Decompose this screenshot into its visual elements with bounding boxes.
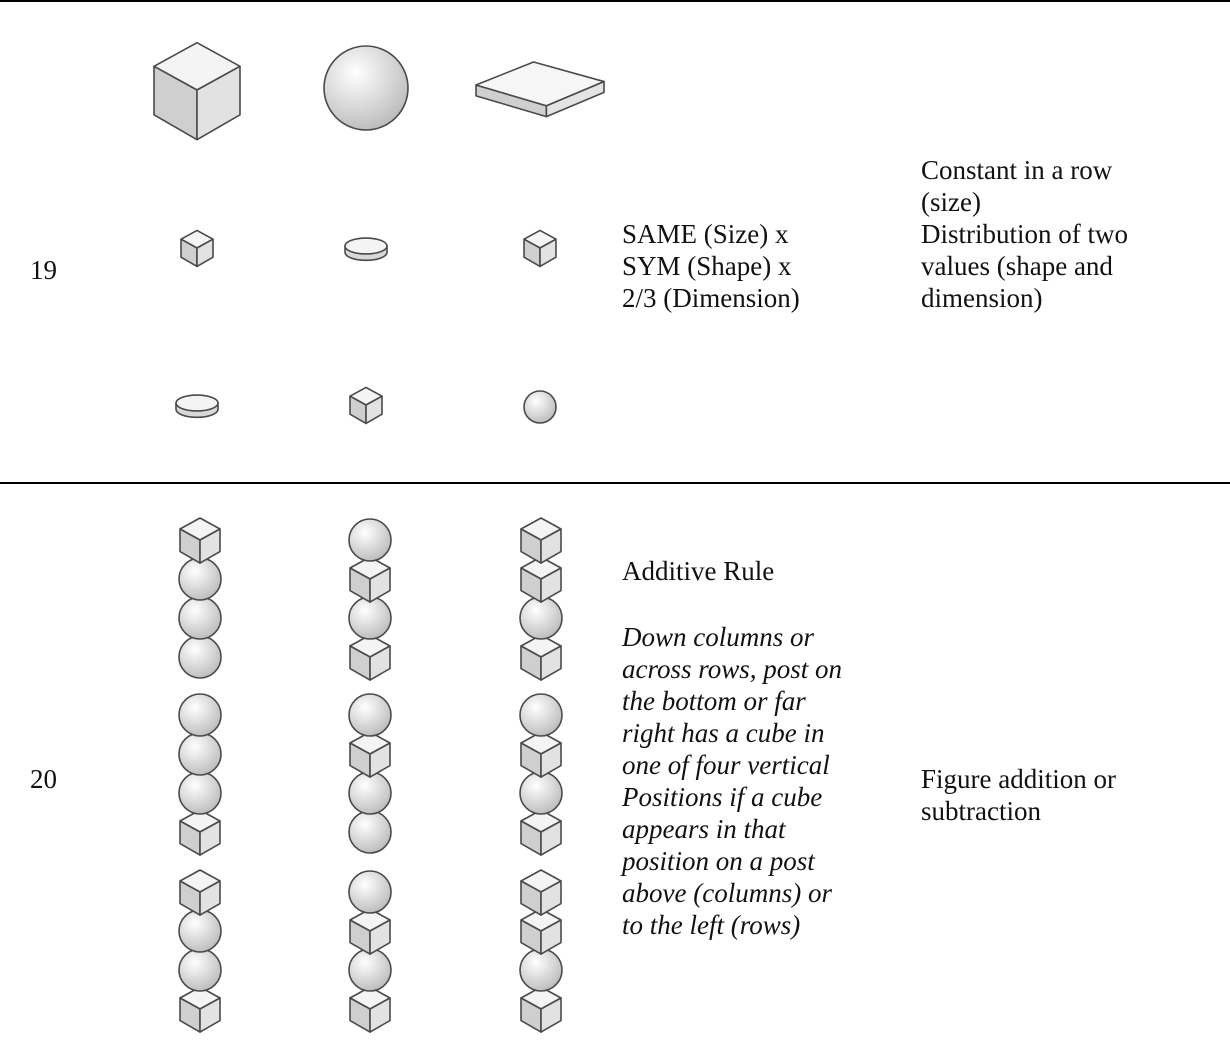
cube-icon	[520, 517, 562, 564]
sphere-icon	[523, 390, 557, 424]
sphere-icon	[348, 596, 392, 640]
sphere-icon	[178, 693, 222, 737]
cube-icon	[520, 869, 562, 916]
cube-icon	[349, 386, 383, 425]
sphere-icon	[178, 732, 222, 776]
cube-icon	[180, 229, 214, 268]
shape-stack	[178, 517, 222, 679]
rule-text: SAME (Size) x SYM (Shape) x 2/3 (Dimensi…	[622, 219, 800, 313]
sphere-icon	[348, 870, 392, 914]
shape-stack	[178, 869, 222, 1033]
sphere-icon	[519, 693, 563, 737]
shape-stack	[519, 869, 563, 1033]
cube-icon	[520, 986, 562, 1033]
sphere-icon	[178, 909, 222, 953]
sphere-icon	[348, 693, 392, 737]
slab-icon	[475, 61, 605, 118]
sphere-icon	[178, 771, 222, 815]
shape-stack	[348, 693, 392, 854]
cube-icon	[520, 731, 562, 778]
sphere-icon	[178, 596, 222, 640]
cube-icon	[349, 634, 391, 681]
sphere-icon	[519, 771, 563, 815]
row-separator-rule	[0, 482, 1230, 484]
sphere-icon	[178, 635, 222, 679]
disc-icon	[175, 394, 219, 419]
sphere-icon	[519, 948, 563, 992]
shape-stack	[348, 870, 392, 1033]
sphere-icon	[178, 557, 222, 601]
row-number: 19	[30, 255, 57, 285]
sphere-icon	[348, 810, 392, 854]
rule-description: Figure addition or subtraction	[921, 764, 1116, 826]
sphere-icon	[348, 771, 392, 815]
cube-icon	[179, 869, 221, 916]
cube-icon	[349, 731, 391, 778]
rule-detail: Down columns or across rows, post on the…	[622, 622, 843, 940]
rule-title: Additive Rule	[622, 556, 775, 586]
sphere-icon	[348, 948, 392, 992]
cube-icon	[349, 986, 391, 1033]
cube-icon	[523, 229, 557, 268]
cube-icon	[520, 908, 562, 955]
cube-icon	[179, 809, 221, 856]
sphere-icon	[178, 948, 222, 992]
cube-icon	[349, 908, 391, 955]
cube-icon	[179, 517, 221, 564]
top-rule	[0, 0, 1230, 2]
sphere-icon	[323, 45, 409, 131]
shape-stack	[178, 693, 222, 856]
row-number: 20	[30, 764, 57, 794]
cube-icon	[520, 809, 562, 856]
disc-icon	[344, 237, 388, 262]
sphere-icon	[348, 518, 392, 562]
shape-stack	[519, 693, 563, 856]
sphere-icon	[519, 596, 563, 640]
rule-description: Constant in a row (size) Distribution of…	[921, 155, 1128, 313]
shape-stack	[519, 517, 563, 681]
cube-icon	[520, 556, 562, 603]
cube-icon	[179, 986, 221, 1033]
cube-icon	[349, 556, 391, 603]
cube-icon	[153, 41, 241, 141]
shape-stack	[348, 518, 392, 681]
cube-icon	[520, 634, 562, 681]
